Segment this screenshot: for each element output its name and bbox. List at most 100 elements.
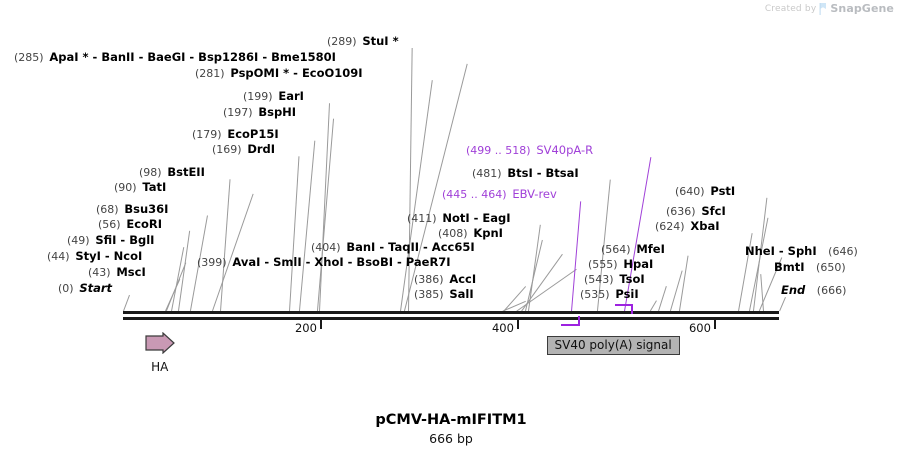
snapgene-flag-icon — [819, 2, 827, 15]
feature-sv40-polya-signal[interactable]: SV40 poly(A) signal — [546, 336, 680, 355]
label-xbai[interactable]: (624) XbaI — [655, 220, 719, 233]
label-nhei-sphi[interactable]: NheI - SphI (646) — [745, 245, 858, 258]
label-position: (404) — [311, 241, 341, 254]
label-position: (408) — [438, 227, 468, 240]
feature-label-ha: HA — [151, 360, 169, 374]
label-kpni[interactable]: (408) KpnI — [438, 227, 503, 240]
label-end[interactable]: End (666) — [781, 284, 846, 297]
feature-ha-tag[interactable] — [145, 331, 175, 355]
label-bani-taqii-acc65i[interactable]: (404) BanI - TaqII - Acc65I — [311, 241, 475, 254]
label-position: (68) — [96, 203, 119, 216]
label-tati[interactable]: (90) TatI — [114, 181, 166, 194]
leader-line — [678, 255, 689, 312]
label-position: (481) — [472, 167, 502, 180]
label-enzymes: Start — [79, 281, 113, 295]
watermark-prefix: Created by — [764, 3, 817, 14]
label-sali[interactable]: (385) SalI — [414, 288, 474, 301]
label-enzymes: SalI — [449, 287, 474, 301]
label-position: (640) — [675, 185, 705, 198]
leader-line — [123, 294, 130, 312]
label-enzymes: MfeI — [636, 242, 665, 256]
label-enzymes: SV40pA-R — [536, 143, 594, 157]
label-position: (197) — [223, 106, 253, 119]
label-msci[interactable]: (43) MscI — [88, 266, 146, 279]
label-ecori[interactable]: (56) EcoRI — [98, 218, 162, 231]
label-enzymes: EcoP15I — [227, 127, 279, 141]
label-pspomi-ecoo109i[interactable]: (281) PspOMI * - EcoO109I — [195, 67, 363, 80]
label-eari[interactable]: (199) EarI — [243, 90, 304, 103]
ruler-tick — [516, 320, 519, 329]
leader-line — [178, 230, 191, 312]
label-bmti[interactable]: BmtI (650) — [774, 261, 846, 274]
label-enzymes: NotI - EagI — [442, 211, 511, 225]
primer-ebv-rev-tick — [578, 316, 581, 326]
label-start[interactable]: (0) Start — [58, 282, 112, 295]
label-enzymes: EcoRI — [126, 217, 163, 231]
label-enzymes: BmtI — [774, 260, 805, 274]
label-position: (535) — [580, 288, 610, 301]
label-enzymes: SfiI - BglI — [95, 233, 155, 247]
label-hpai[interactable]: (555) HpaI — [588, 258, 653, 271]
label-enzymes: BtsI - BtsaI — [507, 166, 579, 180]
label-ecop15i[interactable]: (179) EcoP15I — [192, 128, 279, 141]
label-position: (386) — [414, 273, 444, 286]
ruler-tick-label: 400 — [491, 321, 514, 335]
label-apai-banii-baegi-bsp1286i-bme1580i[interactable]: (285) ApaI * - BanII - BaeGI - Bsp1286I … — [14, 51, 336, 64]
leader-line — [211, 193, 254, 312]
primer-ebv-rev-body[interactable] — [561, 324, 581, 326]
label-sfii-bgli[interactable]: (49) SfiI - BglI — [67, 234, 154, 247]
label-enzymes: Bsu36I — [124, 202, 169, 216]
primer-sv40pa-r-body[interactable] — [614, 304, 634, 306]
label-noti-eagi[interactable]: (411) NotI - EagI — [407, 212, 511, 225]
ruler-tick-label: 600 — [688, 321, 711, 335]
label-sv40pa-r[interactable]: (499 .. 518) SV40pA-R — [466, 144, 593, 157]
label-enzymes: PstI — [710, 184, 736, 198]
label-position: (0) — [58, 282, 74, 295]
label-position: (445 .. 464) — [442, 188, 507, 201]
label-enzymes: TatI — [142, 180, 167, 194]
label-position: (44) — [47, 250, 70, 263]
leader-line — [299, 140, 316, 312]
label-position: (499 .. 518) — [466, 144, 531, 157]
label-position: (281) — [195, 67, 225, 80]
label-tsoi[interactable]: (543) TsoI — [584, 273, 645, 286]
label-bsphi[interactable]: (197) BspHI — [223, 106, 296, 119]
label-position: (555) — [588, 258, 618, 271]
label-position: (636) — [666, 205, 696, 218]
label-bsu36i[interactable]: (68) Bsu36I — [96, 203, 168, 216]
label-enzymes: BspHI — [258, 105, 297, 119]
label-position: (43) — [88, 266, 111, 279]
leader-line — [407, 47, 413, 311]
label-ebv-rev[interactable]: (445 .. 464) EBV-rev — [442, 188, 557, 201]
label-drdi[interactable]: (169) DrdI — [212, 143, 275, 156]
label-avai-smli-xhoi-bsobi-paer7i[interactable]: (399) AvaI - SmlI - XhoI - BsoBI - PaeR7… — [197, 256, 451, 269]
label-position: (169) — [212, 143, 242, 156]
label-position: (411) — [407, 212, 437, 225]
label-stui[interactable]: (289) StuI * — [327, 35, 399, 48]
label-acci[interactable]: (386) AccI — [414, 273, 476, 286]
label-mfei[interactable]: (564) MfeI — [601, 243, 665, 256]
label-btsi-btsai[interactable]: (481) BtsI - BtsaI — [472, 167, 579, 180]
label-psii[interactable]: (535) PsiI — [580, 288, 639, 301]
label-enzymes: XbaI — [690, 219, 720, 233]
ruler-bar — [123, 311, 779, 314]
label-position: (564) — [601, 243, 631, 256]
label-enzymes: AvaI - SmlI - XhoI - BsoBI - PaeR7I — [232, 255, 451, 269]
label-enzymes: SfcI — [701, 204, 726, 218]
snapgene-watermark: Created by SnapGene — [765, 2, 894, 15]
label-bsteii[interactable]: (98) BstEII — [139, 166, 205, 179]
label-styi-ncoi[interactable]: (44) StyI - NcoI — [47, 250, 142, 263]
label-enzymes: End — [781, 283, 806, 297]
ruler-bar — [123, 317, 779, 320]
label-enzymes: PspOMI * - EcoO109I — [230, 66, 363, 80]
label-position: (289) — [327, 35, 357, 48]
leader-line — [779, 296, 786, 312]
ruler-tick — [319, 320, 322, 329]
label-position: (90) — [114, 181, 137, 194]
label-sfci[interactable]: (636) SfcI — [666, 205, 726, 218]
label-position: (666) — [816, 284, 847, 297]
label-position: (624) — [655, 220, 685, 233]
label-enzymes: KpnI — [473, 226, 503, 240]
label-psti[interactable]: (640) PstI — [675, 185, 735, 198]
